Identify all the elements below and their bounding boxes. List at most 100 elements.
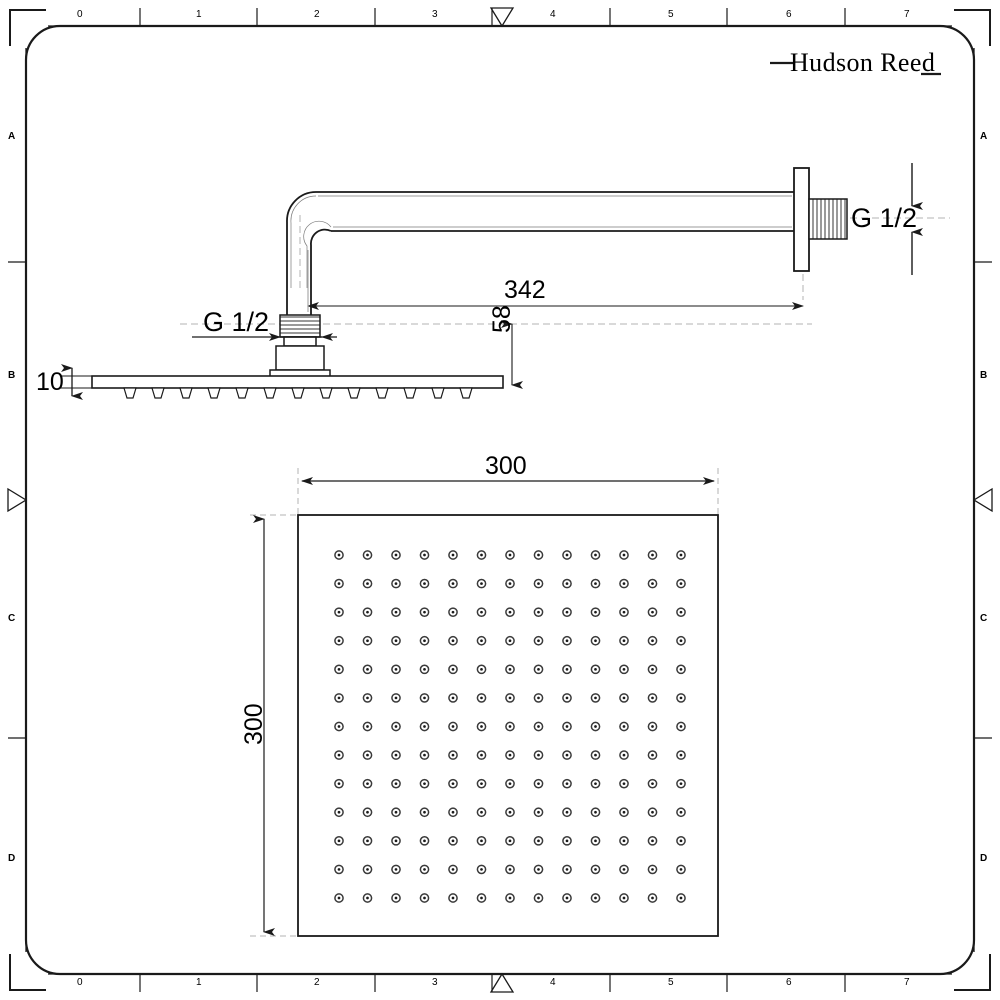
nozzle-inner [679,696,683,700]
nozzle-inner [451,610,455,614]
nozzle-inner [337,696,341,700]
nozzle-inner [679,810,683,814]
dimension-label-300-depth: 300 [240,703,268,745]
shower-head-side-view [91,375,504,399]
nozzle-inner [480,868,483,871]
dimension-10 [60,364,92,400]
dimension-label-58: 58 [488,305,516,333]
nozzle-inner [565,639,569,643]
nozzle-inner [366,868,369,871]
nozzle-inner [480,896,483,900]
nozzle-inner [594,667,597,671]
nozzle-inner [679,839,683,843]
nozzle-inner [679,610,683,614]
nozzle-inner [451,725,455,728]
nozzle-inner [423,610,426,614]
nozzle-inner [537,639,540,643]
nozzle-inner [565,868,569,871]
nozzle-inner [337,582,341,585]
nozzle-inner [508,639,512,643]
nozzle-inner [480,639,483,643]
corner-brackets [9,9,991,991]
ruler-top-label-6: 6 [786,9,792,20]
brand-logo: Hudson Reed [790,48,936,77]
dimension-label-342: 342 [504,276,546,304]
nozzle-inner [537,868,540,871]
nozzle-inner [594,810,597,814]
ruler-bottom-label-6: 6 [786,977,792,988]
nozzle-inner [423,553,426,557]
nozzle-inner [679,896,683,900]
nozzle-inner [451,896,455,900]
nozzle-inner [394,753,398,757]
ruler-left-label-a: A [8,131,16,142]
nozzle-inner [622,696,626,700]
logo-rule-marks [770,61,941,76]
ruler-right-label-c: C [980,613,988,624]
nozzle-inner [423,725,426,728]
ruler-bottom-label-3: 3 [432,977,438,988]
nozzle-inner [423,582,426,585]
ruler-bottom-label-4: 4 [550,977,556,988]
nozzle-inner [594,868,597,871]
nozzle-inner [651,782,654,786]
nozzle-inner [565,667,569,671]
dimension-label-inlet-thread: G 1/2 [851,203,918,233]
ruler-right-label-b: B [980,370,988,381]
nozzle-inner [508,868,512,871]
nozzle-inner [594,553,597,557]
nozzle-inner [537,553,540,557]
ruler-right [972,48,993,952]
nozzle-inner [337,782,341,786]
nozzle-inner [651,582,654,585]
nozzle-inner [366,667,369,671]
nozzle-inner [537,696,540,700]
nozzle-inner [679,725,683,728]
nozzle-inner [451,753,455,757]
ruler-bottom-label-2: 2 [314,977,320,988]
nozzle-inner [651,753,654,757]
nozzle-inner [366,553,369,557]
nozzle-inner [508,610,512,614]
nozzle-inner [622,582,626,585]
nozzle-inner [565,582,569,585]
nozzle-inner [337,639,341,643]
nozzle-inner [622,553,626,557]
nozzle-inner [423,639,426,643]
ruler-bottom-label-7: 7 [904,977,910,988]
nozzle-inner [451,553,455,557]
nozzle-inner [423,782,426,786]
nozzle-inner [508,896,512,900]
nozzle-inner [651,639,654,643]
nozzle-inner [594,696,597,700]
ruler-left-label-c: C [8,613,16,624]
nozzle-inner [565,839,569,843]
nozzle-inner [394,896,398,900]
nozzle-inner [651,810,654,814]
nozzle-inner [337,725,341,728]
nozzle-inner [651,553,654,557]
nozzle-inner [594,639,597,643]
nozzle-inner [480,782,483,786]
nozzle-inner [594,839,597,843]
nozzle-inner [622,610,626,614]
nozzle-inner [451,868,455,871]
nozzle-inner [622,782,626,786]
nozzle-inner [366,610,369,614]
nozzle-inner [679,553,683,557]
nozzle-grid [334,550,686,903]
side-nozzles [123,387,473,399]
nozzle-inner [337,810,341,814]
nozzle-inner [679,782,683,786]
nozzle-inner [394,725,398,728]
nozzle-inner [537,582,540,585]
nozzle-inner [594,896,597,900]
nozzle-inner [594,610,597,614]
ruler-top-label-3: 3 [432,9,438,20]
nozzle-inner [394,553,398,557]
nozzle-inner [679,667,683,671]
nozzle-inner [337,667,341,671]
nozzle-inner [423,753,426,757]
nozzle-inner [651,610,654,614]
